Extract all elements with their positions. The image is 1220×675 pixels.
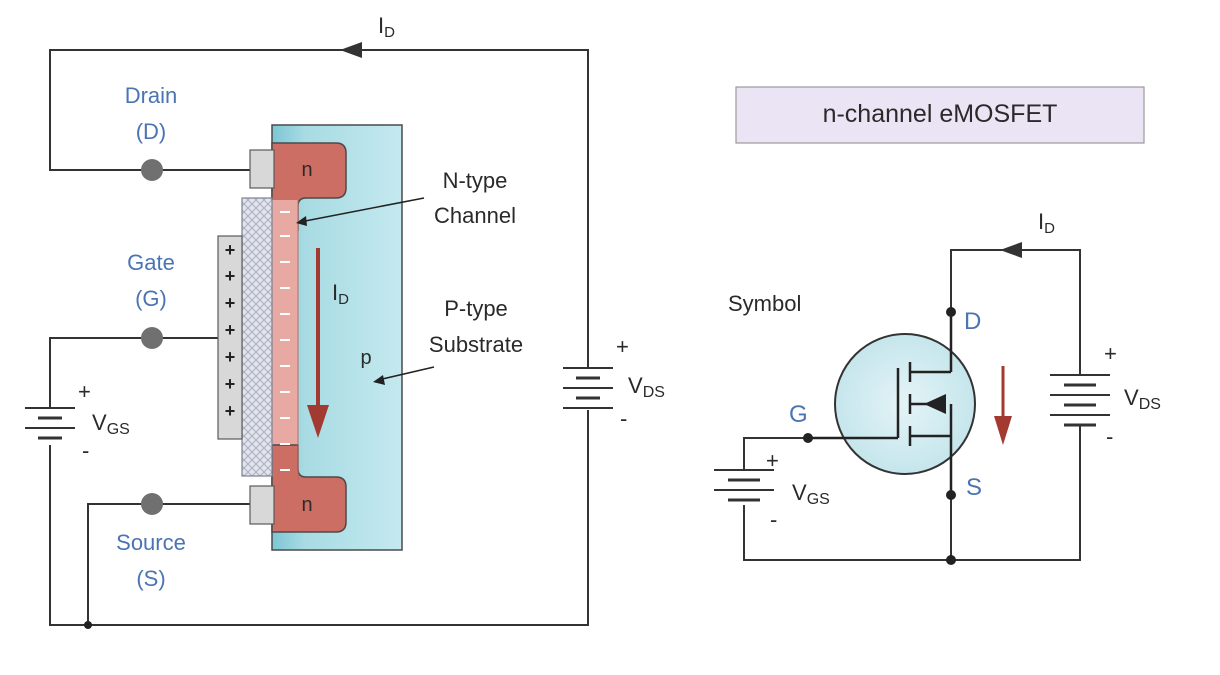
symbol-drain-letter: D: [964, 308, 981, 335]
vgs-label-left: VGS: [92, 410, 130, 438]
symbol-top-arrow: [1000, 242, 1022, 258]
vgs-minus-right: -: [770, 507, 777, 532]
vgs-minus-left: -: [82, 438, 89, 463]
symbol-gate-letter: G: [789, 401, 808, 428]
drain-abbr: (D): [136, 119, 167, 144]
title-box: [735, 86, 1145, 144]
symbol-source-letter: S: [966, 474, 982, 501]
symbol-circuit: Symbol D G: [714, 209, 1161, 565]
vds-bottom-wire: [49, 410, 589, 626]
drain-loop-wire: [49, 49, 589, 368]
channel-annotation-2: Channel: [434, 203, 516, 228]
vds-plus-right: +: [1104, 341, 1117, 366]
source-contact: [249, 485, 275, 525]
svg-text:+: +: [225, 320, 236, 340]
n-channel: [272, 200, 298, 488]
vds-label-right: VDS: [1124, 385, 1161, 413]
gate-plate: [217, 235, 243, 440]
gate-vgs-wire: [49, 337, 152, 408]
substrate-annotation-2: Substrate: [429, 332, 523, 357]
svg-text:+: +: [225, 401, 236, 421]
source-terminal-dot: [141, 493, 163, 515]
drain-label: Drain: [125, 83, 178, 108]
channel-pointer: [299, 197, 425, 223]
vgs-plus-left: +: [78, 379, 91, 404]
symbol-g-dot: [803, 433, 813, 443]
source-junction-dot: [84, 621, 92, 629]
substrate-pointer: [377, 366, 435, 381]
svg-text:+: +: [225, 347, 236, 367]
symbol-bottom-dot: [946, 555, 956, 565]
internal-current-label: ID: [332, 280, 349, 308]
symbol-s-dot: [946, 490, 956, 500]
vgs-plus-right: +: [766, 448, 779, 473]
diagram-title: n-channel eMOSFET: [823, 100, 1058, 128]
vds-label-left: VDS: [628, 373, 665, 401]
n-region-top-label: n: [301, 159, 312, 181]
source-wire: [87, 503, 152, 625]
substrate-annotation-1: P-type: [444, 296, 508, 321]
vds-minus-right: -: [1106, 424, 1113, 449]
source-abbr: (S): [136, 566, 165, 591]
symbol-gate-wire: [743, 437, 808, 470]
top-current-label: ID: [378, 13, 395, 41]
mosfet-body-arrow: [924, 394, 946, 414]
gate-charges: + + + + + + +: [225, 240, 236, 421]
svg-text:+: +: [225, 374, 236, 394]
vds-minus-left: -: [620, 406, 627, 431]
mosfet-symbol-circle: [834, 333, 976, 475]
vgs-label-right: VGS: [792, 480, 830, 508]
gate-label: Gate: [127, 250, 175, 275]
symbol-current-label: ID: [1038, 209, 1055, 237]
channel-annotation-1: N-type: [443, 168, 508, 193]
channel-charges: [280, 211, 290, 471]
vds-battery-right: [1050, 374, 1110, 427]
drain-terminal-dot: [141, 159, 163, 181]
svg-text:+: +: [225, 266, 236, 286]
n-region-bottom-label: n: [301, 494, 312, 516]
gate-terminal-dot: [141, 327, 163, 349]
vds-battery-left: [563, 367, 613, 409]
oxide-layer: [241, 197, 273, 477]
svg-text:+: +: [225, 293, 236, 313]
drain-contact: [249, 149, 275, 189]
symbol-d-dot: [946, 307, 956, 317]
symbol-bottom-wire: [743, 425, 1081, 561]
svg-text:+: +: [225, 240, 236, 260]
source-label: Source: [116, 530, 186, 555]
top-current-arrow: [340, 42, 362, 58]
p-region-label: p: [360, 347, 371, 369]
vgs-battery-left: [25, 407, 75, 440]
gate-abbr: (G): [135, 286, 167, 311]
vds-plus-left: +: [616, 334, 629, 359]
symbol-heading: Symbol: [728, 291, 801, 316]
left-circuit: + + + + + + +: [25, 13, 665, 629]
vgs-battery-right: [714, 469, 774, 502]
